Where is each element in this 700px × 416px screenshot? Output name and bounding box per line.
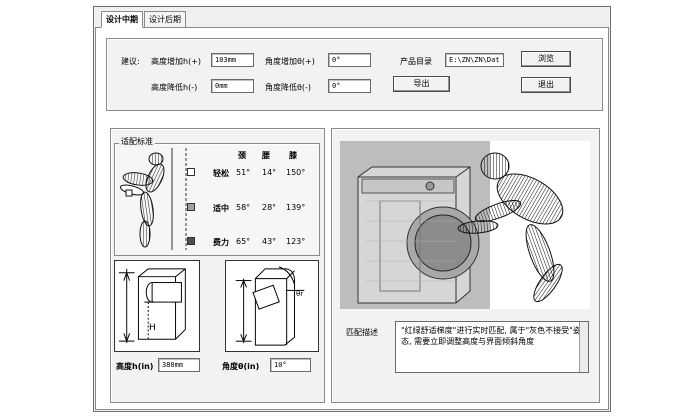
level-easy-label: 轻松 [213,169,229,178]
tab-design-late[interactable]: 设计后期 [144,11,186,28]
height-in-field[interactable]: 380mm [158,358,200,372]
header-knee: 膝 [289,151,297,160]
height-decrease-field[interactable]: 0mm [211,79,254,93]
tab-design-mid[interactable]: 设计中期 [101,11,143,28]
theta-symbol: θr [296,290,304,298]
height-in-label: 高度h(in) [116,362,154,371]
angle-increase-field[interactable]: 0° [328,53,371,67]
angle-in-label: 角度θ(in) [222,362,260,371]
moderate-knee: 139° [286,203,306,212]
standard-title: 适配标准 [119,136,155,147]
level-swatch-hard [187,237,195,245]
angle-decrease-label: 角度降低θ(-) [265,83,312,92]
export-button[interactable]: 导出 [393,76,450,92]
height-symbol: H [149,323,156,333]
catalog-path-field[interactable]: E:\ZN\ZN\Dat [445,53,504,67]
easy-neck: 51° [236,168,251,177]
suggestion-label: 建议: [121,57,140,66]
height-increase-label: 高度增加h(+) [151,57,202,66]
browse-button[interactable]: 浏览 [521,51,571,67]
angle-in-field[interactable]: 10° [270,358,311,372]
match-description-box[interactable]: "红绿舒适梯度"进行实时匹配, 属于"灰色不接受"姿态, 需要立即调整高度与界面… [395,321,589,373]
level-swatch-moderate [187,203,195,211]
moderate-neck: 58° [236,203,251,212]
exit-button[interactable]: 退出 [521,77,571,93]
suggestion-panel [106,38,603,111]
easy-knee: 150° [286,168,306,177]
moderate-waist: 28° [262,203,277,212]
posture-figure-illustration [119,148,187,250]
hard-neck: 65° [236,237,251,246]
height-diagram [114,260,200,352]
description-scrollbar[interactable] [579,322,588,372]
catalog-label: 产品目录 [400,57,432,66]
level-hard-label: 费力 [213,238,229,247]
header-neck: 颈 [238,151,246,160]
height-decrease-label: 高度降低h(-) [151,83,198,92]
angle-diagram [225,260,319,352]
easy-waist: 14° [262,168,277,177]
hard-knee: 123° [286,237,306,246]
angle-increase-label: 角度增加θ(+) [265,57,315,66]
level-swatch-easy [187,168,195,176]
level-moderate-label: 适中 [213,204,229,213]
height-increase-field[interactable]: 103mm [211,53,254,67]
angle-decrease-field[interactable]: 0° [328,79,371,93]
match-description-label: 匹配描述 [346,328,378,337]
match-description-text: "红绿舒适梯度"进行实时匹配, 属于"灰色不接受"姿态, 需要立即调整高度与界面… [401,326,581,346]
header-waist: 腰 [262,151,270,160]
hard-waist: 43° [262,237,277,246]
washer-posture-scene [340,141,590,309]
